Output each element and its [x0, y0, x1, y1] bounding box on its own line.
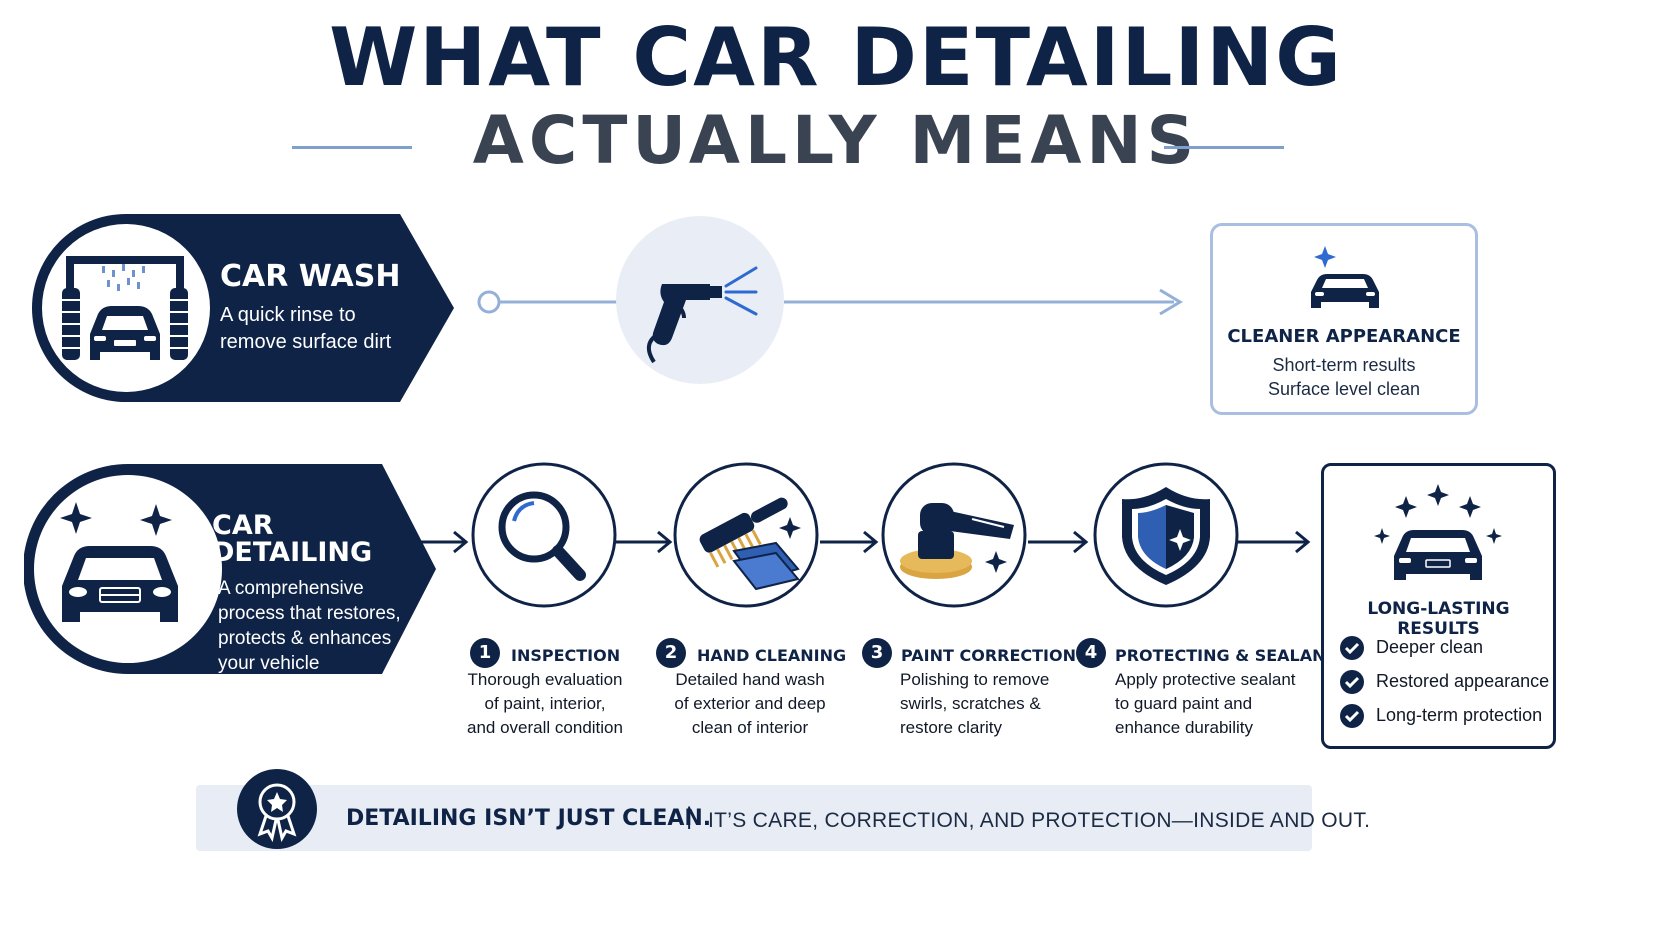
result-item-1-label: Deeper clean — [1376, 637, 1484, 657]
step-1-number: 1 — [470, 638, 500, 668]
award-ribbon-icon — [237, 769, 317, 849]
footer-main-text: DETAILING ISN’T JUST CLEAN. — [346, 806, 712, 831]
car-detailing-text: CAR DETAILING A comprehensive process th… — [212, 512, 432, 676]
step-2-desc-line-1: Detailed hand wash — [675, 670, 825, 689]
step-1-desc-line-3: and overall condition — [467, 718, 623, 737]
title-rule-right — [1164, 146, 1284, 149]
footer-sub-text: IT’S CARE, CORRECTION, AND PROTECTION—IN… — [708, 809, 1371, 832]
brush-icon — [673, 462, 819, 608]
step-2-title: HAND CLEANING — [697, 646, 847, 665]
step-4-desc: Apply protective sealant to guard paint … — [1115, 668, 1315, 740]
sparkle-car-icon-large — [1374, 484, 1502, 580]
long-lasting-heading: LONG-LASTING RESULTS — [1367, 599, 1510, 639]
step-3-desc-line-3: restore clarity — [900, 718, 1003, 737]
long-lasting-results-box: LONG-LASTING RESULTS Deeper clean Restor… — [1321, 463, 1556, 749]
process-flow-arrows — [420, 530, 1311, 554]
car-wash-desc-line-1: A quick rinse to — [220, 304, 356, 326]
step-4-number: 4 — [1076, 638, 1106, 668]
cleaner-appearance-line-2: Surface level clean — [1267, 379, 1421, 399]
magnifier-icon — [471, 462, 617, 608]
step-1-desc-line-2: of paint, interior, — [484, 694, 606, 713]
shield-icon — [1093, 462, 1239, 608]
step-3-desc: Polishing to remove swirls, scratches & … — [900, 668, 1050, 740]
car-wash-flow-arrow — [477, 288, 1183, 316]
car-wash-heading: CAR WASH — [220, 259, 401, 294]
step-2-desc: Detailed hand wash of exterior and deep … — [660, 668, 840, 740]
step-3-title: PAINT CORRECTION — [901, 646, 1076, 665]
polisher-icon — [881, 462, 1027, 608]
result-item-3: Long-term protection — [1340, 700, 1542, 734]
sparkle-car-large-icon — [60, 502, 178, 622]
car-wash-text: CAR WASH A quick rinse to remove surface… — [220, 262, 450, 356]
step-3-desc-line-1: Polishing to remove — [900, 670, 1050, 689]
step-4-desc-line-3: enhance durability — [1115, 718, 1253, 737]
check-icon — [1340, 704, 1364, 729]
step-3-desc-line-2: swirls, scratches & — [900, 694, 1041, 713]
footer-bar — [196, 785, 1312, 851]
step-2-number: 2 — [656, 638, 686, 668]
pressure-washer-icon — [616, 216, 784, 384]
page-title: WHAT CAR DETAILING — [329, 11, 1343, 104]
step-2-desc-line-2: of exterior and deep — [674, 694, 826, 713]
sparkle-car-icon — [1311, 246, 1379, 308]
cleaner-appearance-heading: CLEANER APPEARANCE — [1227, 326, 1461, 347]
step-1-desc-line-1: Thorough evaluation — [467, 670, 623, 689]
step-4-title: PROTECTING & SEALANT — [1115, 646, 1337, 665]
result-item-3-label: Long-term protection — [1376, 705, 1543, 725]
footer-divider: | — [686, 803, 693, 830]
car-detailing-heading: CAR DETAILING — [212, 510, 373, 568]
step-2-desc-line-3: clean of interior — [691, 718, 809, 737]
step-4-desc-line-1: Apply protective sealant — [1115, 670, 1296, 689]
cleaner-appearance-line-1: Short-term results — [1272, 355, 1416, 375]
result-item-1: Deeper clean — [1340, 632, 1483, 666]
car-detailing-desc-line-3: protects & enhances — [218, 628, 392, 649]
check-icon — [1340, 670, 1364, 695]
car-detailing-desc-line-2: process that restores, — [218, 603, 401, 624]
step-3-number: 3 — [862, 638, 892, 668]
step-1-title: INSPECTION — [511, 646, 621, 665]
step-1-desc: Thorough evaluation of paint, interior, … — [450, 668, 640, 740]
check-icon — [1340, 636, 1364, 661]
step-4-desc-line-2: to guard paint and — [1115, 694, 1253, 713]
car-detailing-desc-line-4: your vehicle — [218, 653, 320, 674]
result-item-2-label: Restored appearance — [1376, 671, 1550, 691]
car-wash-icon — [62, 256, 188, 360]
page-subtitle: ACTUALLY MEANS — [472, 102, 1200, 179]
title-rule-left — [292, 146, 412, 149]
car-detailing-desc-line-1: A comprehensive — [218, 578, 364, 599]
result-item-2: Restored appearance — [1340, 666, 1549, 700]
car-wash-desc-line-2: remove surface dirt — [220, 331, 392, 353]
cleaner-appearance-box: CLEANER APPEARANCE Short-term results Su… — [1210, 223, 1478, 415]
